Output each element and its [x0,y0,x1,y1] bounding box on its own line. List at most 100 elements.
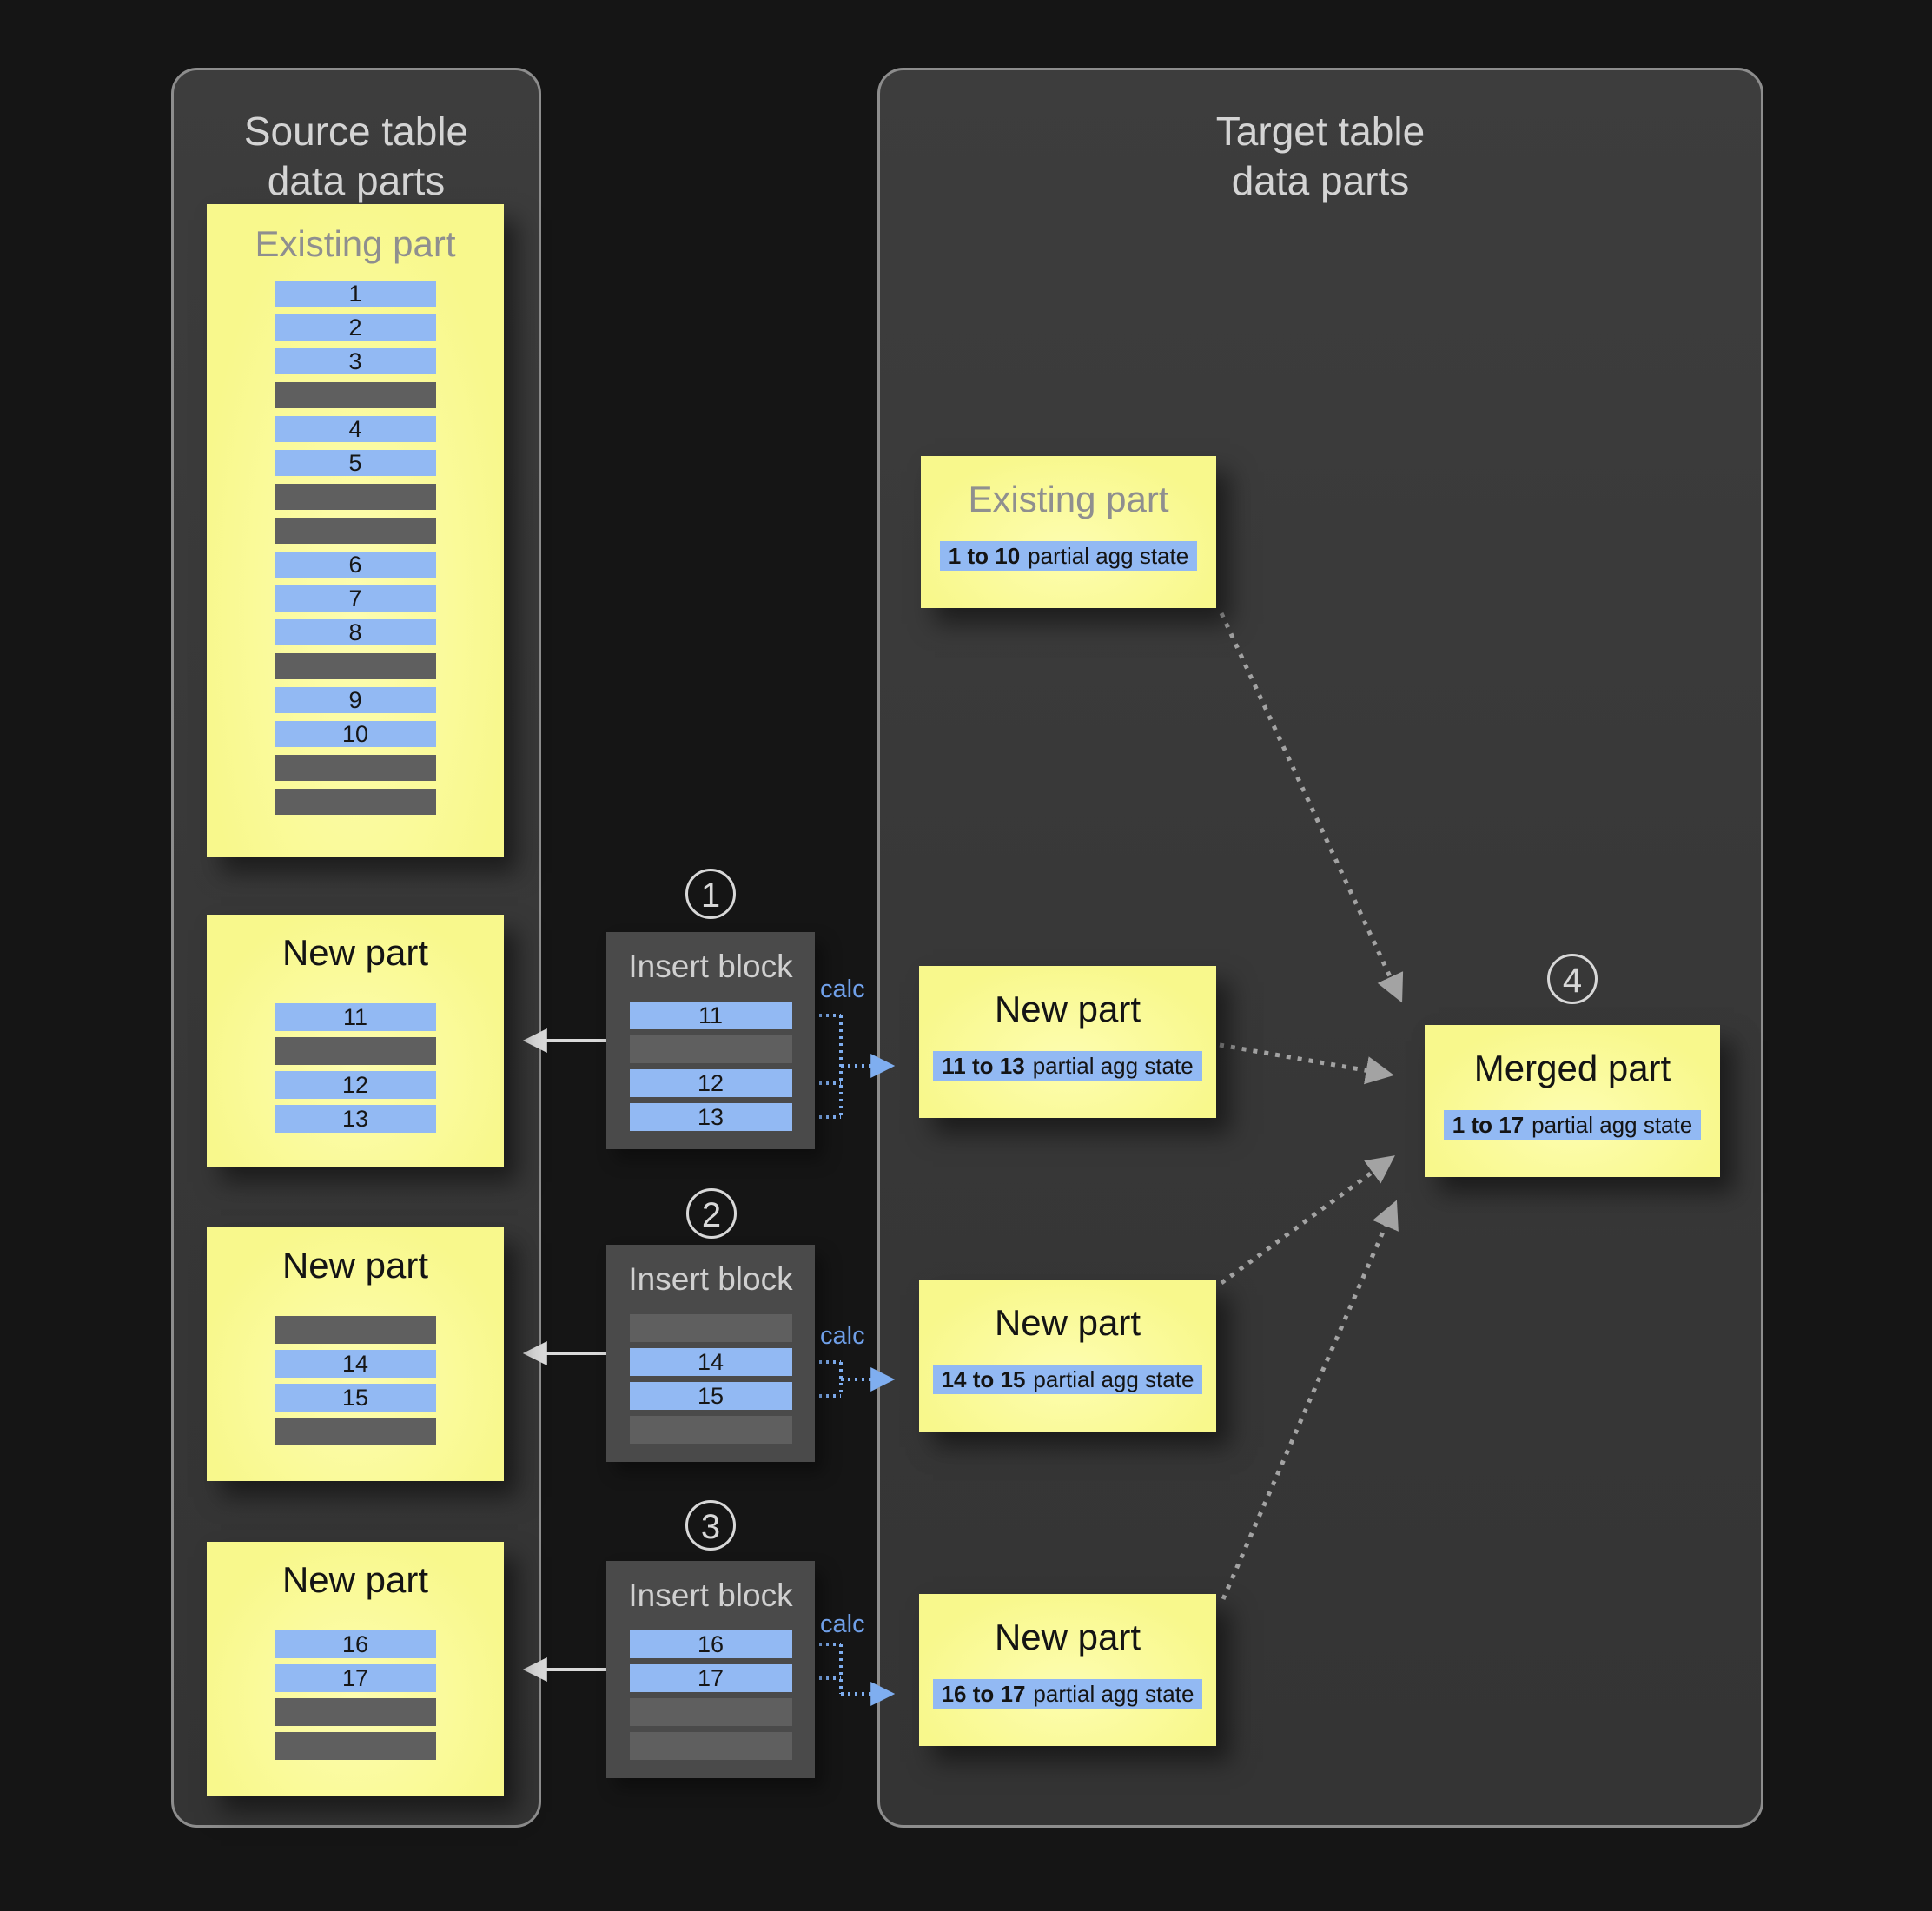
source-new-part-1-title: New part [281,932,429,973]
target-existing-part: Existing part 1 to 10 partial agg state [921,456,1216,608]
source-panel-title-line1: Source table [243,109,469,154]
agg-range: 16 to 17 [941,1681,1026,1707]
data-row: 16 [629,1630,792,1658]
data-row: 10 [275,721,436,747]
insert-block-1-rows: 11 12 13 [629,1002,792,1131]
data-row: 8 [275,619,436,645]
data-row: 16 [275,1630,436,1658]
data-row-unused [275,1316,436,1344]
agg-suffix: partial agg state [1028,543,1189,569]
data-row: 15 [629,1382,792,1410]
agg-range: 1 to 10 [948,543,1021,569]
source-new-part-2-title: New part [281,1245,429,1286]
target-existing-part-title: Existing part [968,479,1169,519]
data-row: 6 [275,552,436,578]
source-new-part-3-title: New part [281,1559,429,1600]
data-row-unused [275,653,436,679]
data-row: 5 [275,450,436,476]
target-new-part-3: New part 16 to 17 partial agg state [919,1594,1216,1746]
data-row: 15 [275,1384,436,1412]
calc-label-2: calc [820,1322,865,1350]
data-row: 11 [629,1002,792,1029]
target-new-part-3-title: New part [994,1617,1141,1657]
target-new-part-1-title: New part [994,989,1141,1029]
data-row-unused [275,1037,436,1065]
data-row-unused [629,1732,792,1760]
data-row: 4 [275,416,436,442]
agg-range: 14 to 15 [941,1366,1026,1392]
agg-range: 11 to 13 [942,1053,1025,1079]
data-row: 3 [275,348,436,374]
source-new-part-1: New part 11 12 13 [207,915,504,1167]
source-existing-part: Existing part 1 2 3 4 5 6 7 8 9 10 [207,204,504,857]
target-panel-title: Target table data parts [880,70,1761,206]
insert-block-1-title: Insert block [628,949,793,984]
target-merged-part-agg-state: 1 to 17 partial agg state [1443,1110,1702,1140]
target-existing-part-agg-state: 1 to 10 partial agg state [939,541,1198,571]
calc-label-1: calc [820,975,865,1003]
data-row-unused [629,1698,792,1726]
target-new-part-1-agg-state: 11 to 13 partial agg state [933,1051,1202,1081]
data-row: 13 [629,1103,792,1131]
data-row: 9 [275,687,436,713]
data-row: 14 [629,1348,792,1376]
data-row-unused [275,382,436,408]
data-row: 12 [629,1069,792,1097]
target-new-part-3-agg-state: 16 to 17 partial agg state [932,1679,1203,1709]
agg-suffix: partial agg state [1032,1053,1194,1079]
data-row: 11 [275,1003,436,1031]
target-merged-part: Merged part 1 to 17 partial agg state [1425,1025,1720,1177]
data-row-unused [275,484,436,510]
target-panel-title-line2: data parts [1231,158,1410,203]
target-merged-part-title: Merged part [1473,1048,1671,1088]
step-1-badge: 1 [685,869,736,919]
data-row-unused [275,1418,436,1445]
target-new-part-2-title: New part [994,1302,1141,1343]
source-panel-title-line2: data parts [267,158,446,203]
target-panel-title-line1: Target table [1215,109,1426,154]
data-row: 2 [275,314,436,341]
source-new-part-1-rows: 11 12 13 [275,1003,436,1133]
agg-range: 1 to 17 [1452,1112,1525,1138]
step-3-badge: 3 [685,1500,736,1551]
data-row: 17 [275,1664,436,1692]
data-row: 17 [629,1664,792,1692]
data-row-unused [629,1416,792,1444]
step-2-badge: 2 [686,1188,737,1239]
data-row: 13 [275,1105,436,1133]
step-4-badge: 4 [1547,954,1598,1004]
agg-suffix: partial agg state [1033,1681,1194,1707]
data-row: 12 [275,1071,436,1099]
data-row-unused [275,1732,436,1760]
calc-label-3: calc [820,1610,865,1638]
data-row-unused [275,789,436,815]
insert-block-1: Insert block 11 12 13 [606,932,815,1149]
data-row-unused [275,518,436,544]
agg-suffix: partial agg state [1532,1112,1693,1138]
data-row-unused [275,1698,436,1726]
data-row: 1 [275,281,436,307]
source-existing-part-title: Existing part [255,223,456,264]
insert-block-2-title: Insert block [628,1261,793,1297]
data-row-unused [275,755,436,781]
source-existing-part-rows: 1 2 3 4 5 6 7 8 9 10 [275,281,436,815]
source-panel-title: Source table data parts [174,70,539,206]
data-row-unused [629,1314,792,1342]
data-row: 7 [275,585,436,612]
target-new-part-1: New part 11 to 13 partial agg state [919,966,1216,1118]
target-panel: Target table data parts [877,68,1763,1828]
data-row: 14 [275,1350,436,1378]
insert-block-3-title: Insert block [628,1577,793,1613]
data-row-unused [629,1035,792,1063]
